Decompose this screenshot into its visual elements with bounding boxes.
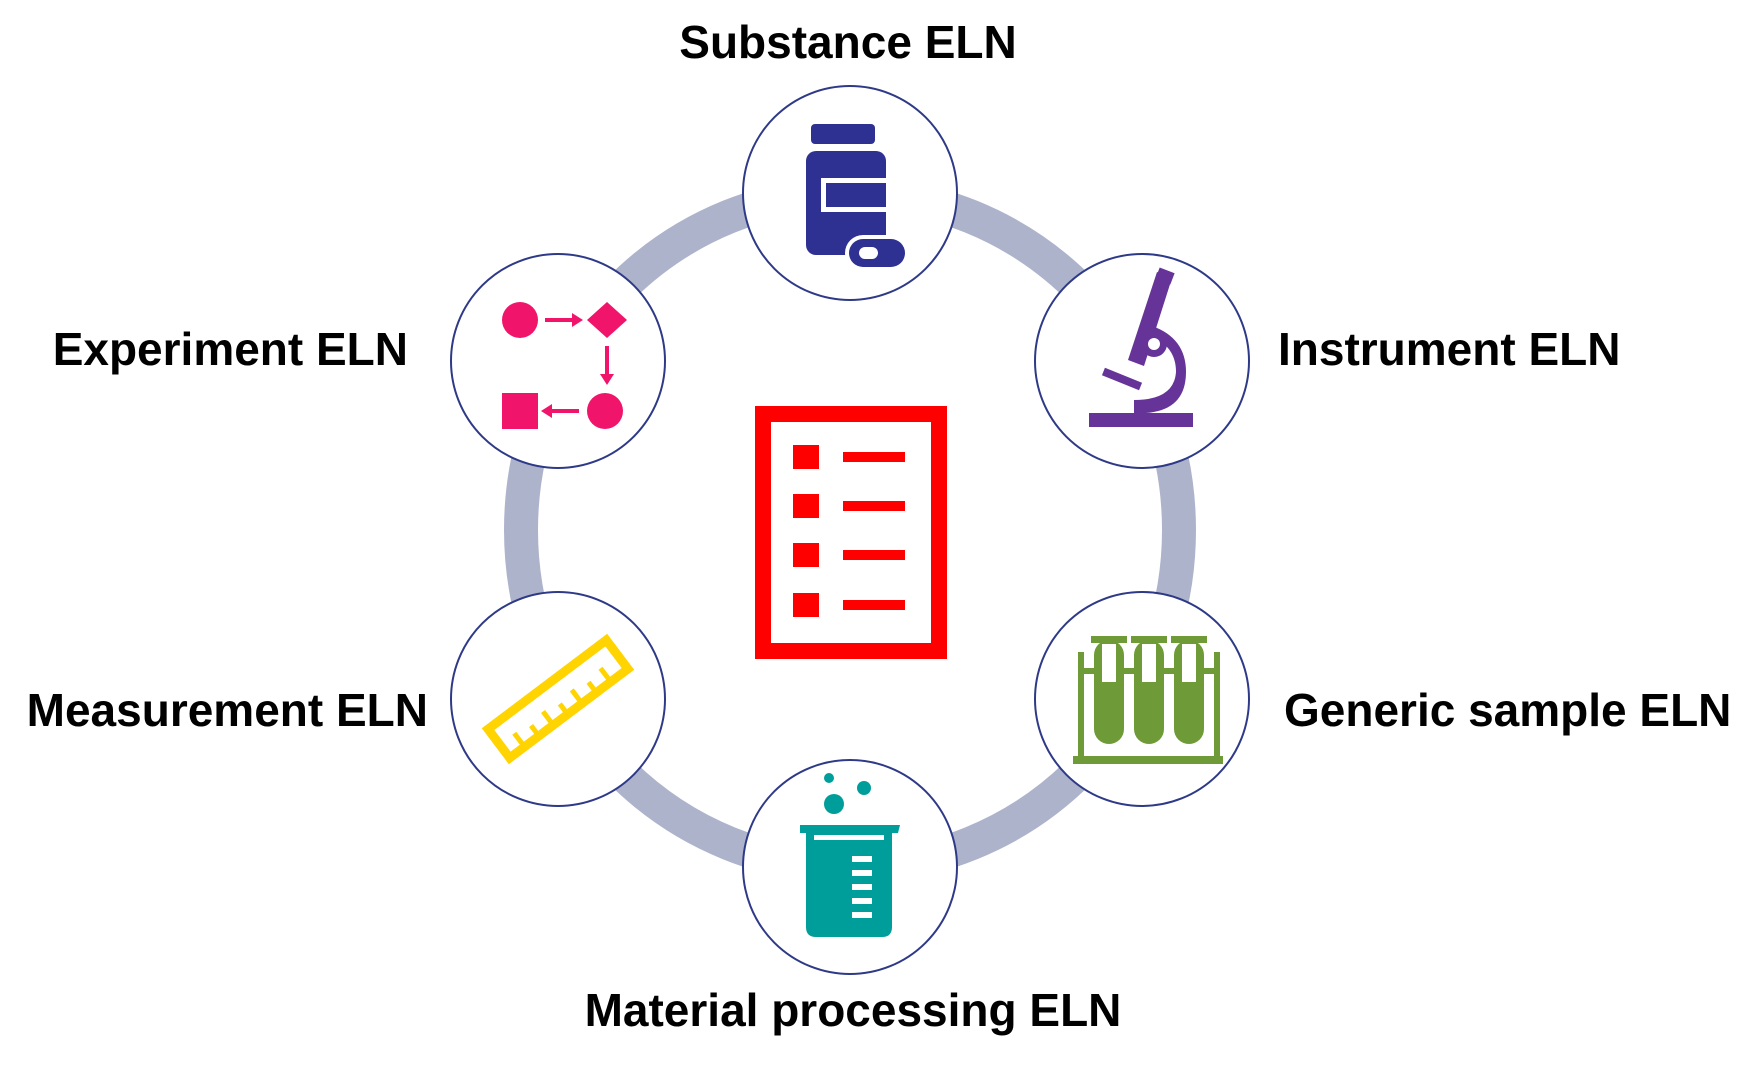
node-circle — [450, 253, 666, 469]
node-label: Instrument ELN — [1278, 323, 1620, 375]
node-measurement: Measurement ELN — [27, 591, 666, 807]
node-substance: Substance ELN — [679, 16, 1017, 301]
node-material-processing: Material processing ELN — [585, 759, 1122, 1036]
node-label: Measurement ELN — [27, 684, 428, 736]
node-label: Material processing ELN — [585, 984, 1122, 1036]
node-circle — [450, 591, 666, 807]
checklist-document-icon — [755, 406, 947, 659]
microscope-icon — [1089, 267, 1193, 427]
node-instrument: Instrument ELN — [1034, 253, 1620, 469]
node-label: Generic sample ELN — [1284, 684, 1731, 736]
node-generic-sample: Generic sample ELN — [1034, 591, 1731, 807]
beaker-bubbles-icon — [800, 773, 900, 937]
node-label: Experiment ELN — [53, 323, 408, 375]
test-tube-rack-icon — [1073, 636, 1223, 764]
medicine-bottle-pill-icon — [806, 124, 909, 271]
ruler-icon — [481, 633, 635, 765]
node-label: Substance ELN — [679, 16, 1016, 68]
node-experiment: Experiment ELN — [53, 253, 666, 469]
workflow-shapes-icon — [502, 302, 627, 429]
